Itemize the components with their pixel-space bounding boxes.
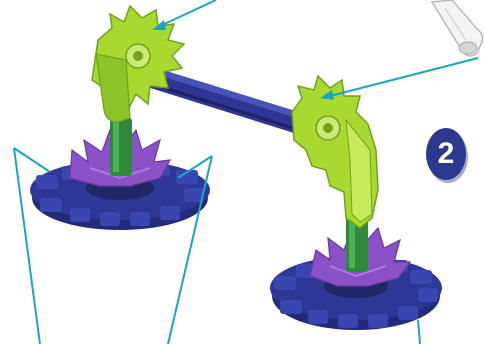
step-number-text: 2 bbox=[438, 139, 455, 169]
white-rod-part bbox=[432, 0, 483, 56]
blue-rod-part bbox=[144, 66, 318, 138]
green-connector-left bbox=[92, 6, 184, 122]
green-post-left bbox=[110, 118, 132, 176]
step-number-badge: 2 bbox=[426, 128, 466, 180]
pointer-line-right bbox=[330, 58, 478, 96]
green-connector-right bbox=[292, 76, 378, 228]
pointer-line-bottom-right bbox=[418, 320, 420, 344]
pointer-line-top bbox=[160, 0, 216, 26]
